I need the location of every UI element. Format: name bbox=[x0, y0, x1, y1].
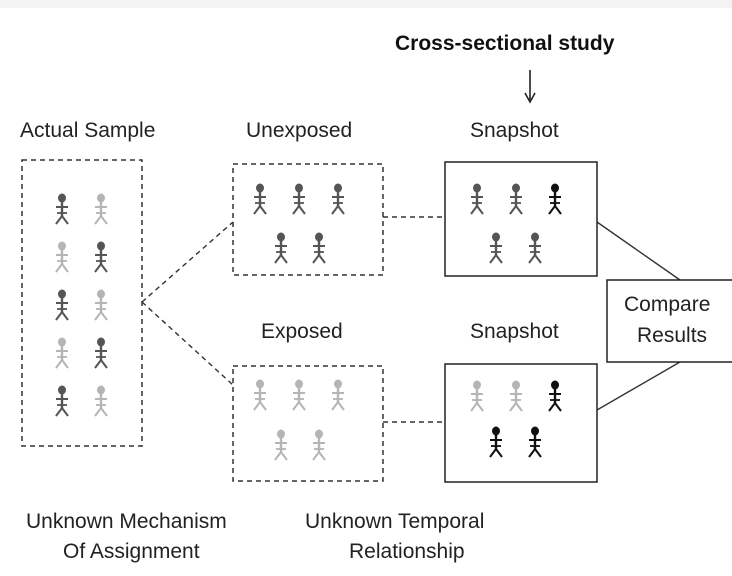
person-icon-snapshot-bottom-2 bbox=[509, 380, 523, 412]
top-strip bbox=[0, 0, 732, 8]
person-icon-exposed-1 bbox=[253, 379, 267, 411]
compare-label-line1: Compare bbox=[624, 293, 710, 316]
person-icon-unexposed-3 bbox=[331, 183, 345, 215]
unknown-temporal-line1: Unknown Temporal bbox=[305, 510, 484, 533]
person-icon-unexposed-4 bbox=[274, 232, 288, 264]
person-icon-exposed-2 bbox=[292, 379, 306, 411]
snapshot-bottom-to-compare-line bbox=[596, 361, 681, 411]
person-figures bbox=[55, 183, 562, 461]
person-icon-unexposed-5 bbox=[312, 232, 326, 264]
person-icon-exposed-5 bbox=[312, 429, 326, 461]
person-icon-unexposed-1 bbox=[253, 183, 267, 215]
unexposed-label: Unexposed bbox=[246, 119, 352, 142]
snapshot-top-label: Snapshot bbox=[470, 119, 559, 142]
person-icon-actual-sample-1 bbox=[55, 193, 69, 225]
person-icon-actual-sample-4 bbox=[94, 241, 108, 273]
exposed-label: Exposed bbox=[261, 320, 343, 343]
snapshot-bottom-label: Snapshot bbox=[470, 320, 559, 343]
unknown-temporal-line2: Relationship bbox=[349, 540, 465, 563]
person-icon-snapshot-top-2 bbox=[509, 183, 523, 215]
person-icon-actual-sample-8 bbox=[94, 337, 108, 369]
person-icon-actual-sample-10 bbox=[94, 385, 108, 417]
sample-to-unexposed-connector bbox=[141, 221, 234, 303]
compare-label-line2: Results bbox=[637, 324, 707, 347]
person-icon-exposed-4 bbox=[274, 429, 288, 461]
actual-sample-label: Actual Sample bbox=[20, 119, 155, 142]
person-icon-actual-sample-9 bbox=[55, 385, 69, 417]
unknown-mechanism-line1: Unknown Mechanism bbox=[26, 510, 227, 533]
person-icon-exposed-3 bbox=[331, 379, 345, 411]
snapshot-bottom-box bbox=[444, 363, 598, 483]
snapshot-top-to-compare-line bbox=[596, 221, 681, 281]
person-icon-unexposed-2 bbox=[292, 183, 306, 215]
down-arrow-icon bbox=[524, 70, 536, 104]
person-icon-snapshot-top-1 bbox=[470, 183, 484, 215]
person-icon-actual-sample-2 bbox=[94, 193, 108, 225]
exposed-box bbox=[232, 365, 384, 482]
person-icon-actual-sample-6 bbox=[94, 289, 108, 321]
snapshot-top-box bbox=[444, 161, 598, 277]
person-icon-snapshot-bottom-5 bbox=[528, 426, 542, 458]
person-icon-snapshot-bottom-3 bbox=[548, 380, 562, 412]
unknown-mechanism-line2: Of Assignment bbox=[63, 540, 200, 563]
person-icon-snapshot-bottom-1 bbox=[470, 380, 484, 412]
unexposed-box bbox=[232, 163, 384, 276]
person-icon-snapshot-bottom-4 bbox=[489, 426, 503, 458]
person-icon-actual-sample-5 bbox=[55, 289, 69, 321]
person-icon-snapshot-top-5 bbox=[528, 232, 542, 264]
person-icon-snapshot-top-3 bbox=[548, 183, 562, 215]
person-icon-actual-sample-7 bbox=[55, 337, 69, 369]
sample-to-exposed-connector bbox=[141, 301, 234, 386]
diagram-title: Cross-sectional study bbox=[395, 32, 615, 55]
person-icon-actual-sample-3 bbox=[55, 241, 69, 273]
compare-results-box bbox=[606, 279, 732, 363]
person-icon-snapshot-top-4 bbox=[489, 232, 503, 264]
actual-sample-box bbox=[21, 159, 143, 447]
